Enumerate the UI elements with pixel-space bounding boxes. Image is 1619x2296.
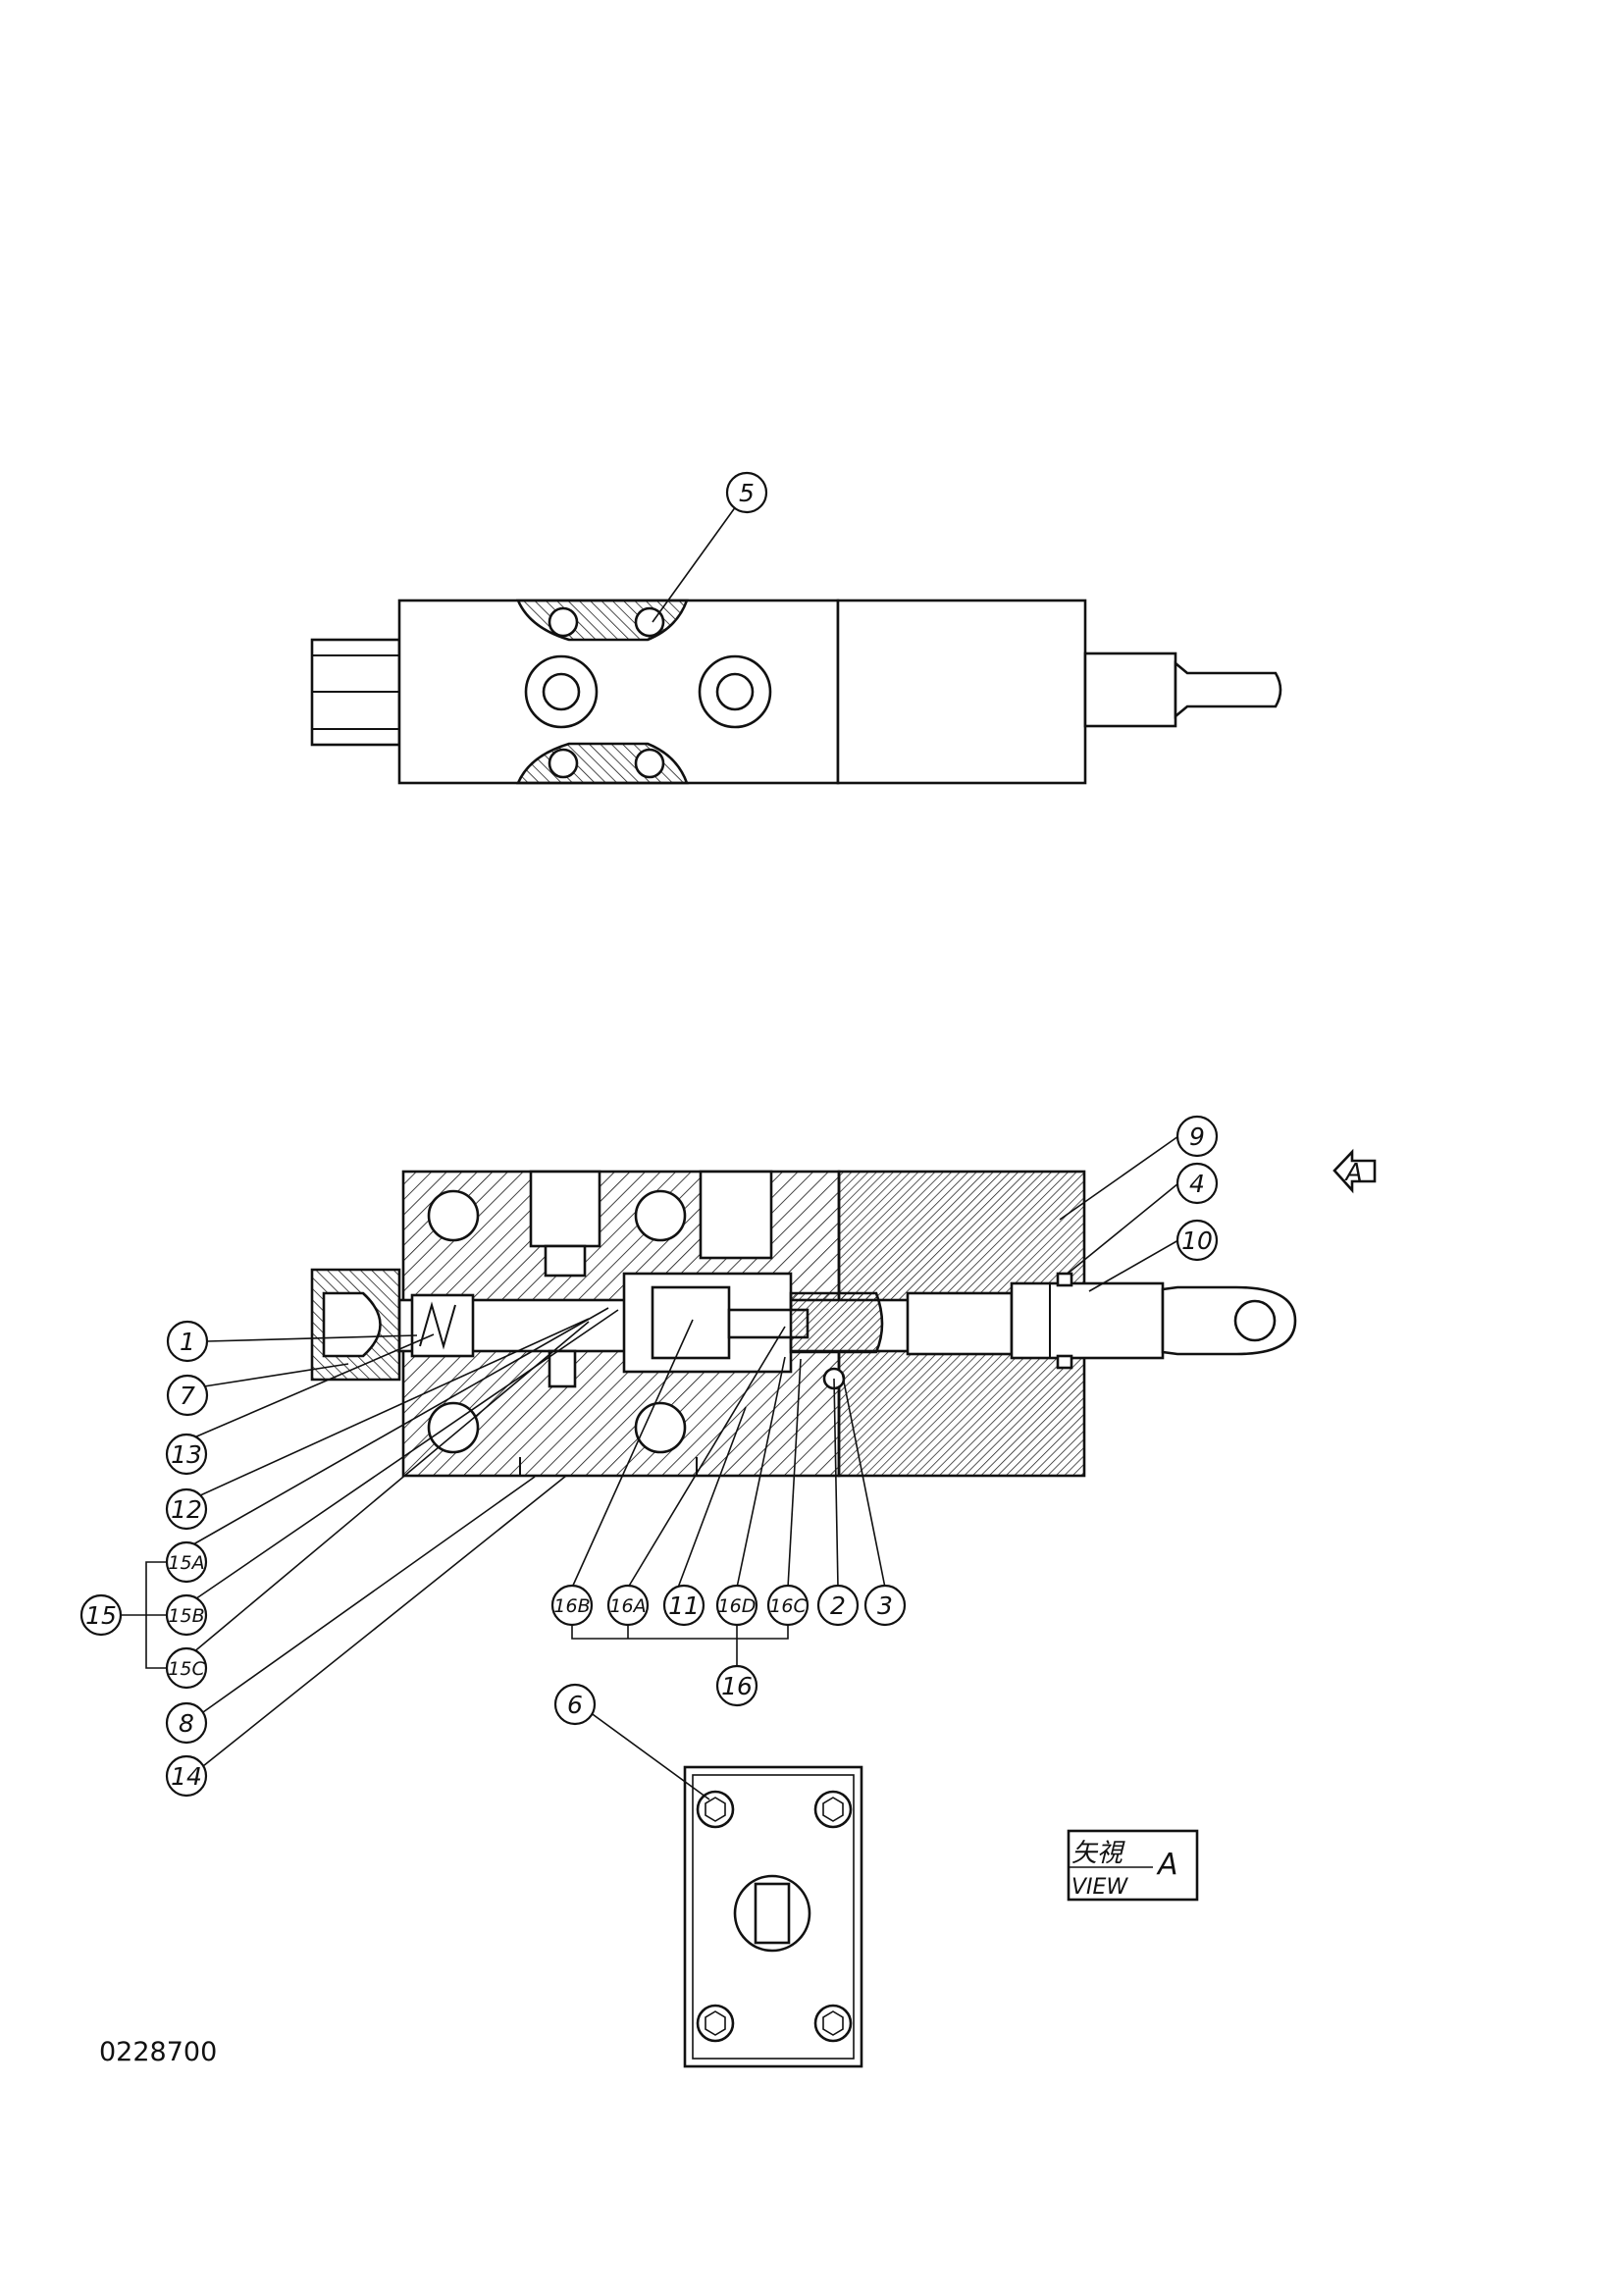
svg-text:11: 11 xyxy=(668,1592,700,1620)
callout-9: 9 xyxy=(1175,1115,1219,1158)
svg-text:15A: 15A xyxy=(168,1552,204,1574)
svg-text:12: 12 xyxy=(171,1495,202,1524)
view-label-japanese: 矢視 xyxy=(1071,1839,1125,1868)
svg-text:16C: 16C xyxy=(769,1595,807,1617)
svg-text:13: 13 xyxy=(171,1440,202,1469)
callout-6: 6 xyxy=(553,1683,597,1726)
callout-16B: 16B xyxy=(550,1584,594,1627)
end-plate-view xyxy=(683,1765,863,2068)
section-view: A xyxy=(310,1148,1377,1478)
callout-4: 4 xyxy=(1175,1162,1219,1205)
svg-text:7: 7 xyxy=(180,1382,195,1410)
svg-text:14: 14 xyxy=(171,1762,202,1791)
svg-text:3: 3 xyxy=(877,1592,893,1620)
callout-15C: 15C xyxy=(165,1646,208,1690)
svg-text:10: 10 xyxy=(1181,1226,1213,1255)
callout-16C: 16C xyxy=(766,1584,810,1627)
svg-text:15C: 15C xyxy=(168,1658,205,1680)
svg-text:2: 2 xyxy=(830,1592,846,1620)
svg-text:15B: 15B xyxy=(168,1605,204,1627)
view-label-letter: A xyxy=(1156,1848,1178,1882)
callout-12: 12 xyxy=(165,1487,208,1531)
svg-text:16A: 16A xyxy=(609,1595,646,1617)
drawing-number: 0228700 xyxy=(99,2037,217,2067)
svg-text:16: 16 xyxy=(721,1672,753,1700)
callout-10: 10 xyxy=(1175,1219,1219,1262)
svg-text:9: 9 xyxy=(1189,1122,1205,1151)
svg-text:6: 6 xyxy=(567,1691,583,1719)
svg-text:1: 1 xyxy=(180,1328,195,1356)
svg-text:4: 4 xyxy=(1189,1170,1205,1198)
callout-3: 3 xyxy=(863,1584,907,1627)
view-arrow-letter: A xyxy=(1343,1158,1362,1186)
callout-16A: 16A xyxy=(606,1584,650,1627)
leader-lines xyxy=(121,505,1179,1800)
svg-text:16B: 16B xyxy=(553,1595,590,1617)
svg-text:5: 5 xyxy=(739,479,755,507)
view-label-english: VIEW xyxy=(1071,1875,1128,1900)
view-a-label: 矢視 VIEW A xyxy=(1067,1829,1199,1902)
callout-5: 5 xyxy=(725,471,768,514)
callout-13: 13 xyxy=(165,1433,208,1476)
callout-8: 8 xyxy=(165,1701,208,1745)
callout-11: 11 xyxy=(662,1584,705,1627)
top-view xyxy=(310,599,1282,785)
svg-text:16D: 16D xyxy=(718,1595,757,1617)
callout-1: 1 xyxy=(166,1320,209,1363)
callout-2: 2 xyxy=(816,1584,860,1627)
callout-15B: 15B xyxy=(165,1593,208,1637)
callout-15: 15 xyxy=(79,1593,123,1637)
svg-text:15: 15 xyxy=(85,1601,117,1630)
callout-14: 14 xyxy=(165,1754,208,1798)
callout-15A: 15A xyxy=(165,1540,208,1584)
callout-7: 7 xyxy=(166,1374,209,1417)
callout-16D: 16D xyxy=(715,1584,758,1627)
callout-16: 16 xyxy=(715,1664,758,1707)
svg-text:8: 8 xyxy=(179,1709,194,1738)
